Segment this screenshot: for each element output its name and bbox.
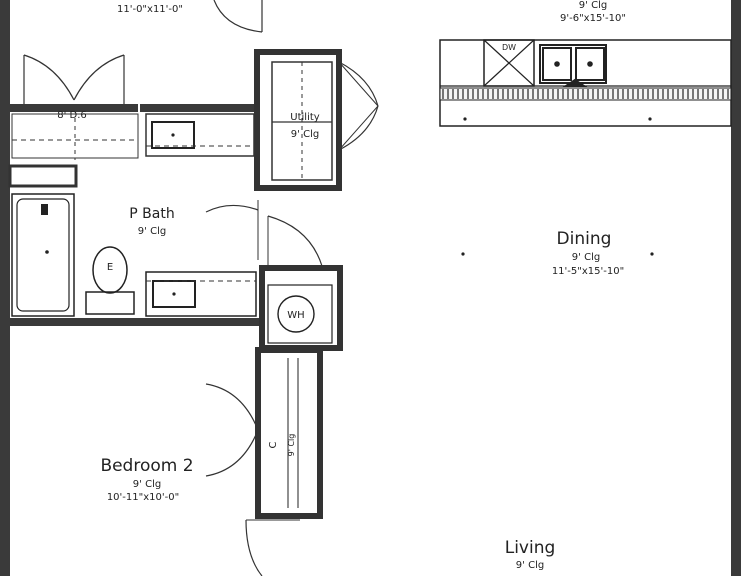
pbath-clg: 9' Clg (138, 226, 166, 237)
dining-dims: 11'-5"x15'-10" (552, 266, 624, 277)
dining-name: Dining (557, 229, 612, 249)
bedroom2-name: Bedroom 2 (100, 456, 193, 476)
dw-label: DW (502, 43, 516, 52)
bedroom2-dims: 10'-11"x10'-0" (107, 492, 179, 503)
counter-ticks (442, 89, 729, 99)
utility-name: Utility (290, 112, 319, 123)
linen-closet-doors (23, 54, 125, 104)
kitchen-sink (539, 44, 607, 87)
top-left-dims: 11'-0"x11'-0" (117, 4, 183, 15)
bathtub (11, 193, 75, 317)
toilet (85, 246, 135, 315)
water-heater-closet (259, 215, 343, 351)
bath-wall (10, 318, 262, 326)
upper-vanity (140, 104, 258, 157)
wh-label: WH (287, 310, 304, 321)
top-room-door (213, 0, 263, 33)
p-bath (11, 193, 259, 317)
hall-wall (8, 164, 78, 188)
kitchen-counter (439, 39, 732, 127)
utility-room (254, 49, 379, 191)
dining-clg: 9' Clg (572, 252, 600, 263)
closet-name: C (268, 441, 279, 448)
closet-clg: 9' Clg (287, 434, 296, 457)
bedroom-closet (205, 347, 323, 576)
living-name: Living (505, 538, 556, 558)
living-clg: 9' Clg (516, 560, 544, 571)
linen-shelf-label: 8' D.6 (57, 110, 87, 121)
pbath-name: P Bath (129, 206, 174, 222)
tub-label: E (107, 262, 113, 273)
linen-shelf-area (10, 104, 139, 160)
utility-clg: 9' Clg (291, 129, 319, 140)
kitchen-dims: 9'-6"x15'-10" (560, 13, 626, 24)
dishwasher (483, 39, 535, 87)
kitchen-clg: 9' Clg (579, 0, 607, 11)
bedroom2-clg: 9' Clg (133, 479, 161, 490)
